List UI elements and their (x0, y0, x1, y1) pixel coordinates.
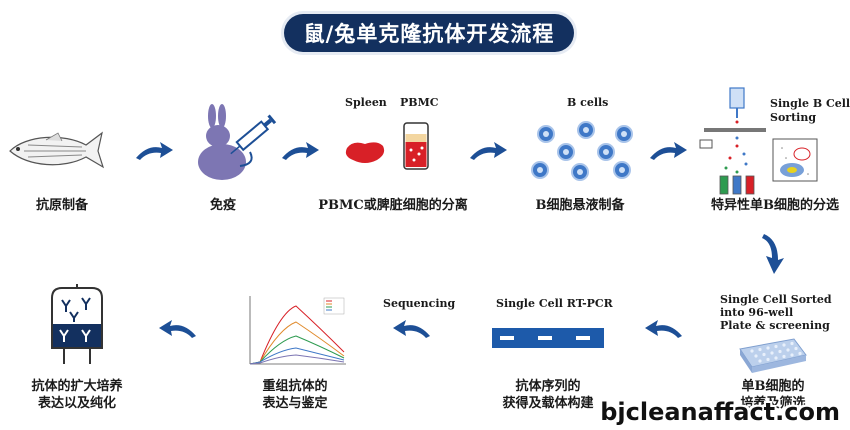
flow-plot-icon (772, 138, 818, 182)
b-cells-icon (531, 121, 633, 181)
spleen-icon (345, 142, 385, 163)
step-label-recombinant-1: 重组抗体的 (262, 379, 328, 394)
step-label-immunization: 免疫 (209, 198, 236, 213)
step-label-recombinant-2: 表达与鉴定 (262, 396, 328, 411)
step-label-scale-up-2: 表达以及纯化 (37, 396, 116, 411)
curved-arrow-icon (282, 142, 319, 160)
tag-pbmc: PBMC (400, 96, 439, 109)
page-title: 鼠/兔单克隆抗体开发流程 (284, 14, 574, 52)
rabbit-syringe-icon (198, 104, 277, 180)
tag-96-well: into 96-well (720, 306, 794, 319)
well-plate-icon (739, 338, 807, 373)
tag-plate-screening: Plate & screening (720, 319, 830, 332)
step-label-pbmc-isolation: PBMC或脾脏细胞的分离 (318, 198, 468, 213)
step-label-sequence-vector-2: 获得及载体构建 (502, 396, 594, 411)
tag-single-b-cell: Single B Cell (770, 97, 850, 110)
step-label-scale-up-1: 抗体的扩大培养 (31, 379, 123, 394)
tag-spleen: Spleen (345, 96, 387, 109)
curved-arrow-icon (470, 142, 507, 160)
tag-single-cell-sorted: Single Cell Sorted (720, 293, 832, 306)
pbmc-tube-icon (403, 122, 429, 170)
curved-arrow-down-icon (762, 234, 784, 274)
step-label-culture-screening-1: 单B细胞的 (741, 379, 805, 394)
fish-icon (9, 131, 105, 169)
binding-curve-icon (249, 296, 346, 365)
tag-sequencing: Sequencing (383, 297, 456, 310)
tag-sorting: Sorting (770, 111, 817, 124)
curved-arrow-icon (136, 142, 173, 160)
tag-b-cells: B cells (567, 96, 609, 109)
step-label-culture-screening-2: 培养及筛选 (740, 396, 806, 411)
step-label-b-cell-suspension: B细胞悬液制备 (535, 198, 625, 213)
tag-rt-pcr: Single Cell RT-PCR (496, 297, 613, 310)
curved-arrow-left-icon (645, 320, 682, 338)
cell-sorter-icon (699, 87, 766, 195)
curved-arrow-left-icon (393, 320, 430, 338)
curved-arrow-left-icon (159, 320, 196, 338)
curved-arrow-icon (650, 142, 687, 160)
step-label-antigen: 抗原制备 (35, 198, 88, 213)
watermark: bjcleanaffact.com (600, 398, 840, 426)
gel-strip-icon (492, 328, 604, 348)
step-label-sequence-vector-1: 抗体序列的 (515, 379, 581, 394)
bioreactor-icon (51, 284, 103, 364)
step-label-single-b-sorting: 特异性单B细胞的分选 (711, 198, 839, 213)
